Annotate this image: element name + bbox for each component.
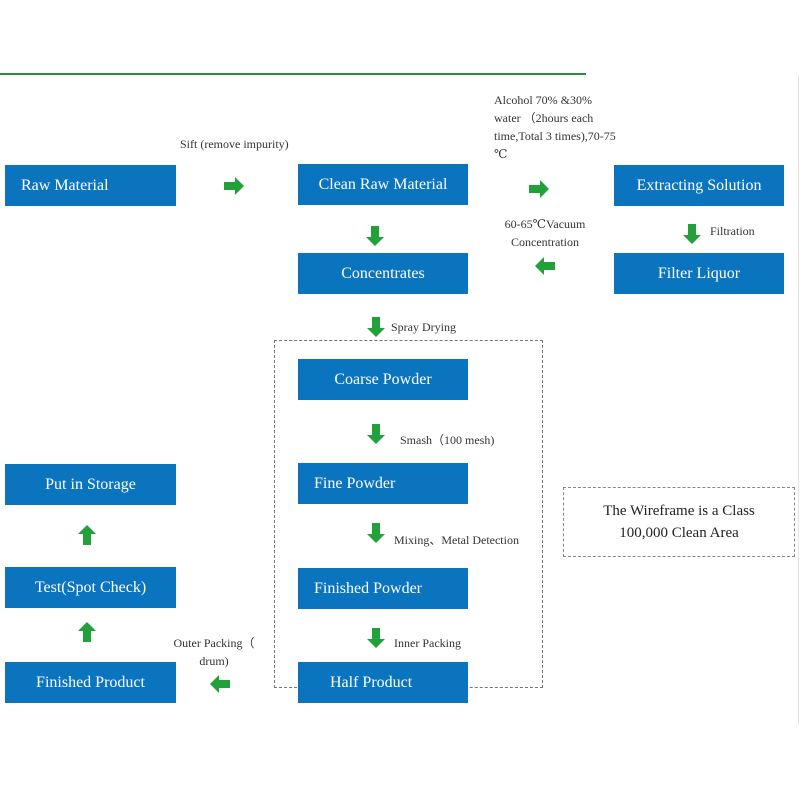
arrow-clean-to-extracting: [527, 177, 551, 201]
arrow-down-icon: [367, 628, 385, 648]
arrow-down-icon: [367, 424, 385, 444]
label-alcohol: Alcohol 70% &30% water （2hours each time…: [494, 93, 616, 161]
arrow-down-icon: [683, 224, 701, 244]
label-mixing: Mixing、Metal Detection: [394, 533, 519, 547]
arrow-left-icon: [535, 257, 555, 275]
arrow-up-icon: [78, 622, 96, 642]
box-test-spot-check: Test(Spot Check): [5, 567, 176, 608]
box-raw-material-label: Raw Material: [21, 176, 109, 194]
arrow-shape: [210, 675, 230, 693]
arrow-shape: [366, 226, 384, 246]
box-coarse-powder-label: Coarse Powder: [334, 370, 432, 388]
arrow-coarse-to-fine: [364, 422, 388, 446]
arrow-down-icon: [366, 226, 384, 246]
label-inner-packing: Inner Packing: [394, 636, 461, 650]
arrow-shape: [367, 523, 385, 543]
arrow-down-icon: [367, 317, 385, 337]
arrow-left-icon: [210, 675, 230, 693]
arrow-shape: [367, 317, 385, 337]
box-put-in-storage-label: Put in Storage: [45, 475, 136, 493]
arrow-shape: [367, 424, 385, 444]
box-fine-powder: Fine Powder: [298, 463, 468, 504]
arrow-test-to-storage: [75, 523, 99, 547]
arrow-finished-product-to-test: [75, 620, 99, 644]
label-spray-drying: Spray Drying: [391, 320, 456, 334]
box-finished-product: Finished Product: [5, 662, 176, 703]
box-half-product: Half Product: [298, 662, 468, 703]
arrow-up-icon: [78, 525, 96, 545]
box-finished-powder: Finished Powder: [298, 568, 468, 609]
box-filter-liquor: Filter Liquor: [614, 253, 784, 294]
arrow-down-icon: [367, 523, 385, 543]
box-clean-raw-material: Clean Raw Material: [298, 164, 468, 205]
box-concentrates-label: Concentrates: [341, 264, 425, 282]
label-outer-packing: Outer Packing（ drum): [173, 636, 255, 668]
box-extracting-solution-label: Extracting Solution: [636, 176, 762, 194]
right-edge-line: [798, 75, 799, 725]
box-clean-raw-material-label: Clean Raw Material: [318, 175, 448, 193]
arrow-shape: [78, 525, 96, 545]
arrow-raw-to-clean: [222, 174, 246, 198]
arrow-concentrates-to-coarse: [364, 315, 388, 339]
arrow-shape: [683, 224, 701, 244]
label-vacuum-concentration: 60-65℃Vacuum Concentration: [504, 217, 586, 249]
arrow-shape: [78, 622, 96, 642]
box-finished-powder-label: Finished Powder: [314, 579, 422, 597]
clean-area-note: The Wireframe is a Class 100,000 Clean A…: [563, 487, 795, 557]
box-finished-product-label: Finished Product: [36, 673, 145, 691]
box-test-spot-check-label: Test(Spot Check): [34, 578, 147, 596]
box-raw-material: Raw Material: [5, 165, 176, 206]
box-fine-powder-label: Fine Powder: [314, 474, 396, 492]
top-divider-line: [0, 73, 586, 75]
arrow-right-icon: [224, 177, 244, 195]
box-filter-liquor-label: Filter Liquor: [657, 264, 741, 282]
arrow-shape: [535, 257, 555, 275]
label-smash: Smash（100 mesh): [400, 433, 495, 447]
box-extracting-solution: Extracting Solution: [614, 165, 784, 206]
box-half-product-label: Half Product: [330, 673, 413, 691]
box-concentrates: Concentrates: [298, 253, 468, 294]
box-coarse-powder: Coarse Powder: [298, 359, 468, 400]
arrow-shape: [367, 628, 385, 648]
arrow-finished-powder-to-half: [364, 626, 388, 650]
box-put-in-storage: Put in Storage: [5, 464, 176, 505]
arrow-right-icon: [529, 180, 549, 198]
arrow-clean-to-concentrates: [363, 224, 387, 248]
arrow-fine-to-finished-powder: [364, 521, 388, 545]
arrow-shape: [529, 180, 549, 198]
label-filtration: Filtration: [710, 224, 755, 238]
arrow-shape: [224, 177, 244, 195]
label-sift: Sift (remove impurity): [180, 137, 289, 151]
arrow-half-to-finished-product: [208, 672, 232, 696]
arrow-extracting-to-filter: [680, 222, 704, 246]
arrow-filter-to-concentrates: [533, 254, 557, 278]
